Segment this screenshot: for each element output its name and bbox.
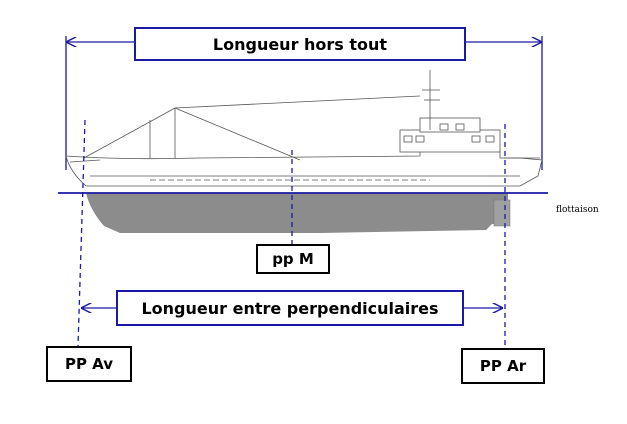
hull-underwater	[86, 193, 508, 233]
ship-superstructure	[65, 70, 543, 187]
length-between-perpendiculars-label: Longueur entre perpendiculaires	[116, 290, 464, 326]
midship-perpendicular-label: pp M	[256, 244, 330, 274]
rudder	[493, 199, 511, 227]
forward-perpendicular-label: PP Av	[46, 346, 132, 382]
length-overall-label: Longueur hors tout	[134, 27, 466, 61]
waterline-label: flottaison	[556, 205, 599, 215]
length-overall-dimension	[65, 36, 543, 170]
forward-perpendicular-line	[77, 119, 86, 347]
aft-perpendicular-label: PP Ar	[461, 348, 545, 384]
